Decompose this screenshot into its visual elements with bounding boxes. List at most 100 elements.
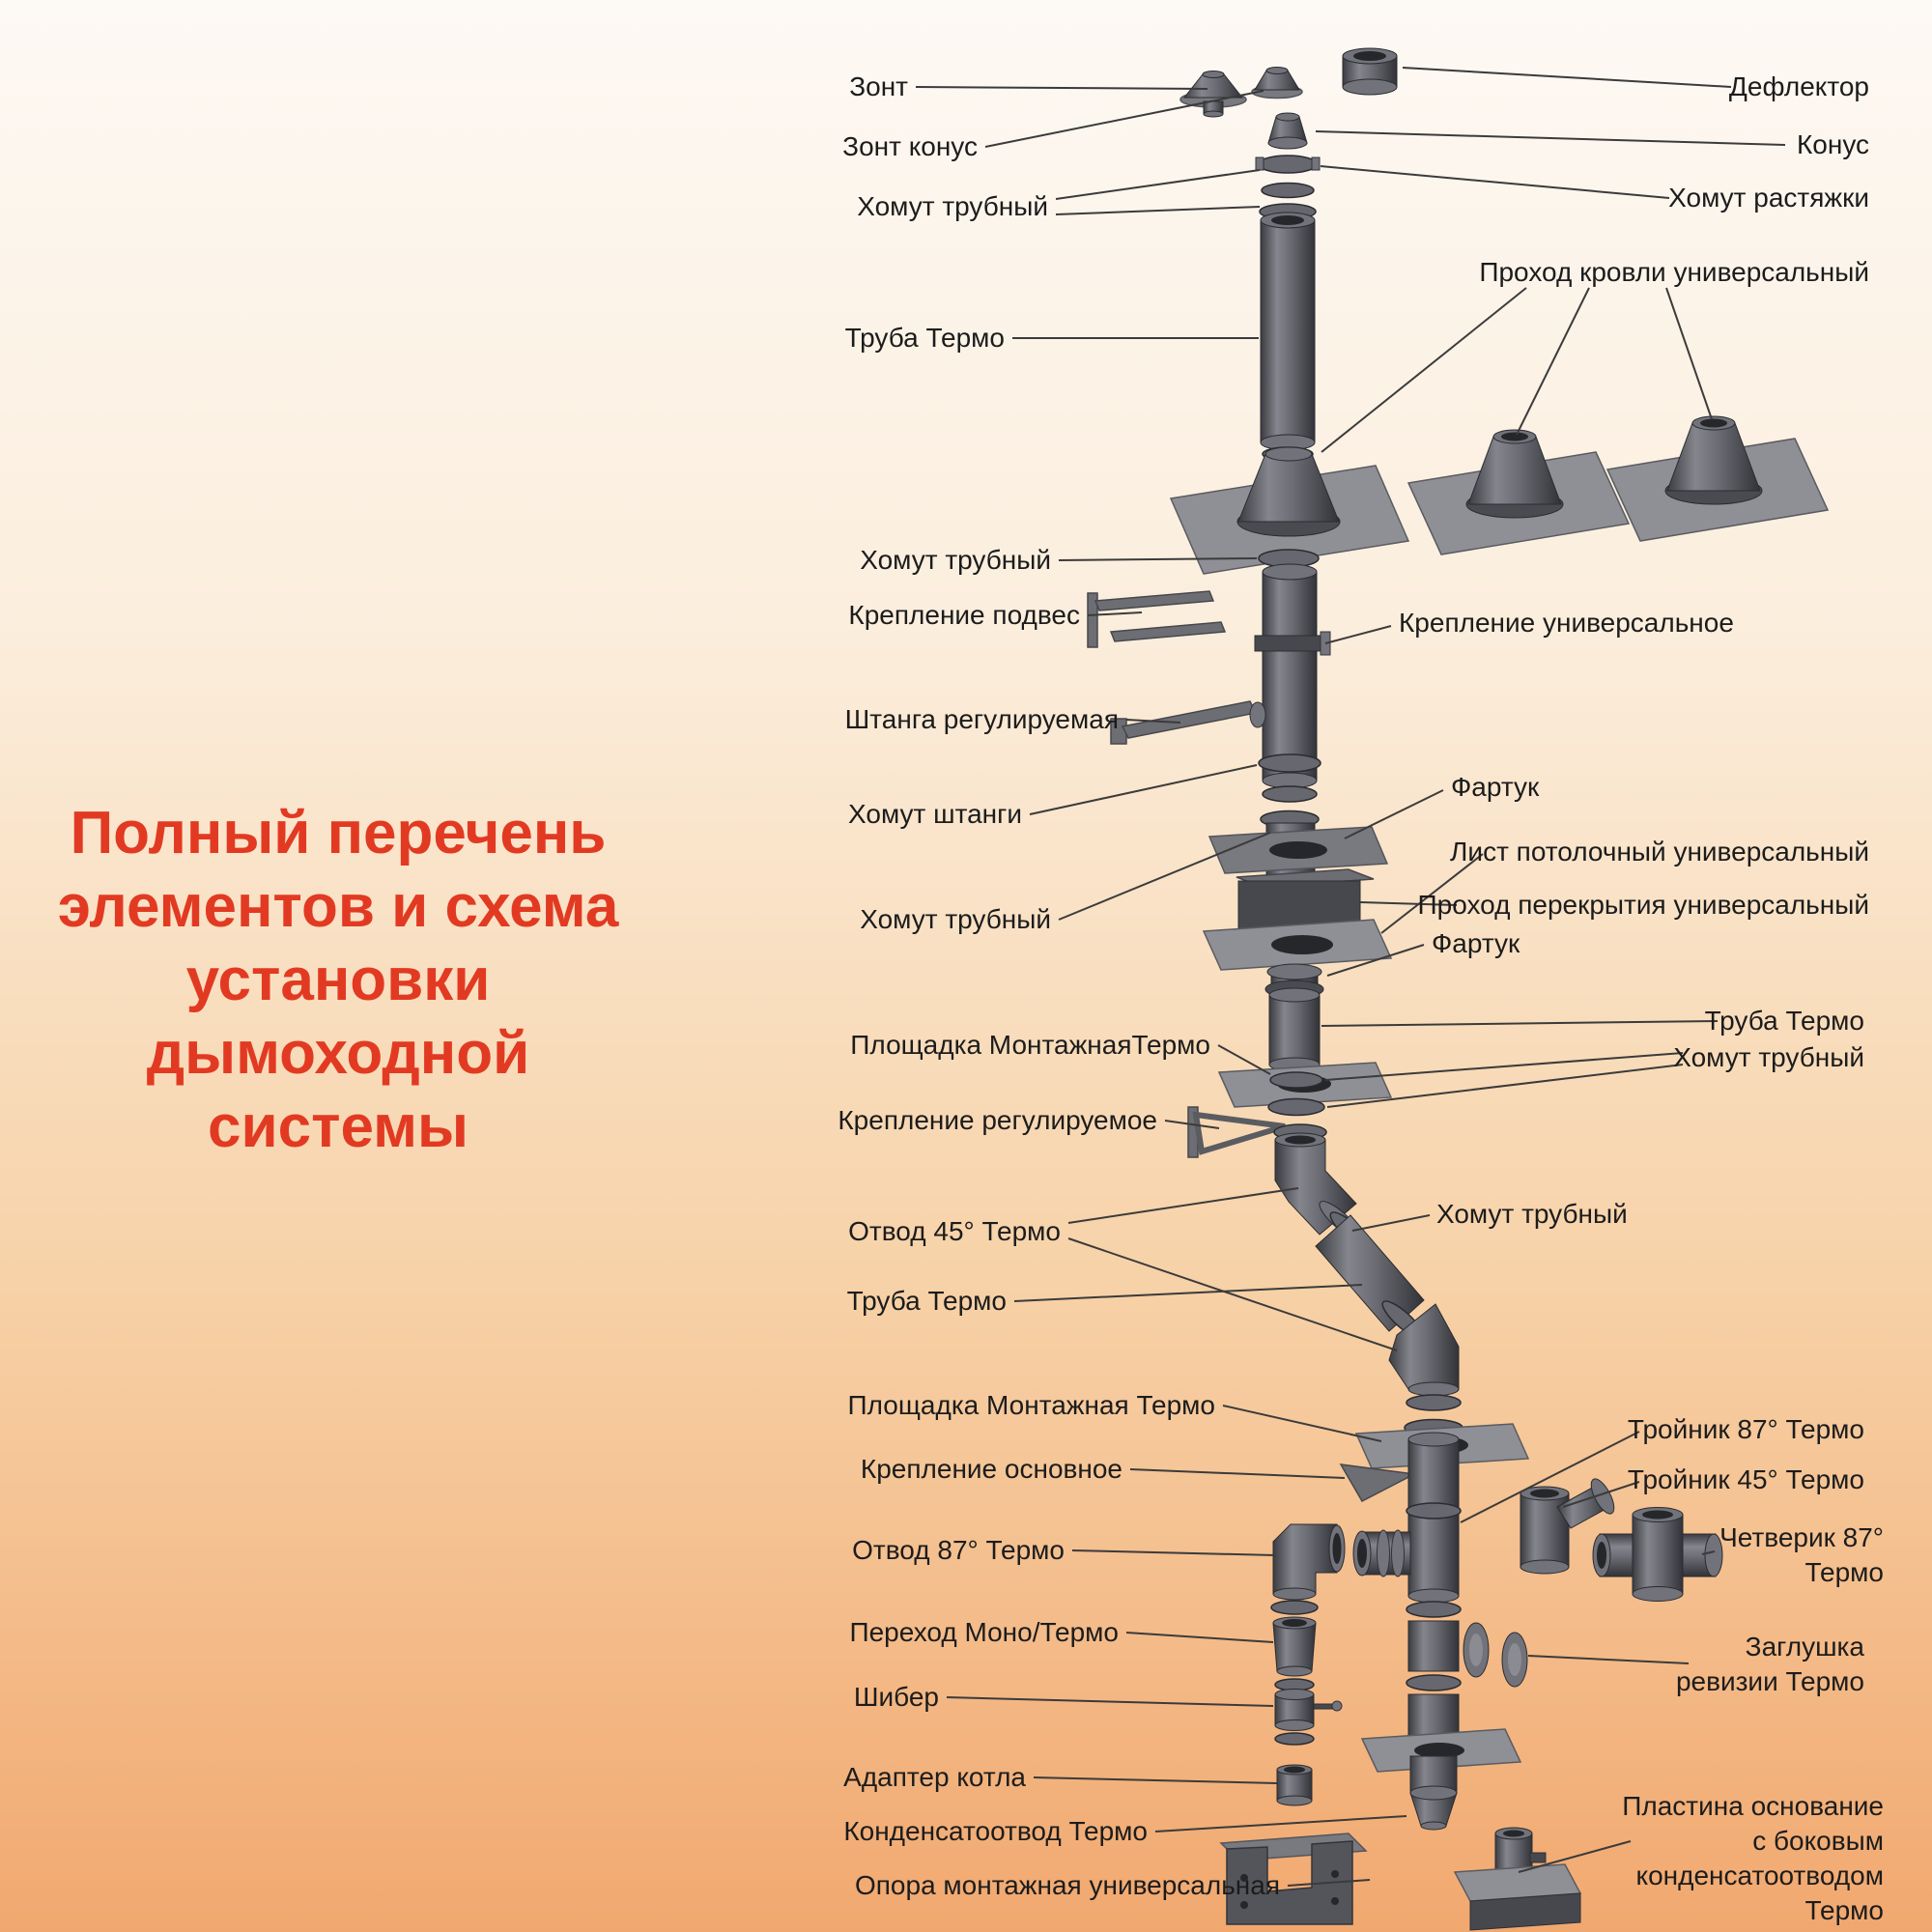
part-konus-icon: [1267, 112, 1308, 150]
title-line: Полный перечень: [70, 800, 607, 867]
part-otvod-87-icon: [1272, 1523, 1346, 1601]
part-homut-trubny-icon: [1269, 1071, 1323, 1089]
part-shtanga-reguliruemaya-icon: [1110, 700, 1266, 745]
part-plastina-osnovanie-icon: [1360, 1728, 1522, 1773]
leader-otvod45-b: [1067, 1237, 1398, 1351]
label-konus: Конус: [1796, 129, 1869, 159]
part-truba-termo-2-icon: [1262, 563, 1318, 789]
label-truba-termo-r: Труба Термо: [1704, 1006, 1864, 1036]
leader-truba-termo-diag: [1013, 1284, 1363, 1302]
part-kondensatootvod-icon: [1409, 1785, 1458, 1831]
leader-troinik-45: [1562, 1481, 1640, 1508]
leader-fartuk-1: [1344, 789, 1444, 839]
part-truba-termo-3-icon: [1268, 987, 1321, 1072]
leader-kreplenie-reguliruemoe: [1164, 1120, 1220, 1129]
leader-truba-termo-r: [1321, 1020, 1719, 1027]
leader-homut-trubny-rb: [1326, 1064, 1684, 1108]
label-adapter-kotla: Адаптер котла: [843, 1762, 1026, 1792]
part-list-potolochny-icon: [1202, 919, 1393, 971]
label-kreplenie-podves: Крепление подвес: [848, 600, 1080, 630]
leader-zaglushka: [1527, 1655, 1690, 1664]
part-opora-montazhnaya-icon: [1219, 1833, 1368, 1925]
label-zont-konus: Зонт конус: [842, 131, 978, 161]
label-otvod-87: Отвод 87° Термо: [852, 1535, 1065, 1565]
part-prohod-krovli-1-icon: [1169, 446, 1410, 575]
leader-homut-trubny-ra: [1324, 1052, 1684, 1081]
part-plastina-bokovoy-kondensatootvod-icon: [1453, 1827, 1582, 1931]
label-homut-trubny-mid: Хомут трубный: [1436, 1199, 1628, 1229]
leader-ploshchadka-1: [1217, 1044, 1271, 1075]
part-kreplenie-reguliruemoe-icon: [1187, 1106, 1286, 1158]
label-shiber: Шибер: [853, 1682, 939, 1712]
leader-otvod45-a: [1067, 1187, 1299, 1224]
label-truba-termo-2: Труба Термо: [846, 1286, 1007, 1316]
title-line: установки: [185, 947, 491, 1013]
leader-deflector: [1402, 67, 1732, 88]
label-truba-termo-1: Труба Термо: [844, 323, 1005, 353]
part-truba-termo-1-icon: [1260, 212, 1316, 451]
part-prohod-krovli-2-icon: [1406, 429, 1631, 555]
leader-kondensatootvod: [1154, 1815, 1407, 1833]
title-line: дымоходной: [146, 1020, 530, 1087]
leader-plastina: [1518, 1840, 1632, 1873]
leader-list-potolochny: [1380, 853, 1484, 934]
leader-homut-shtangi: [1029, 764, 1258, 815]
leader-kreplenie-osnovnoe: [1129, 1468, 1346, 1479]
part-flange-icon: [1377, 1529, 1390, 1577]
part-truba-segment-icon: [1407, 1432, 1460, 1510]
label-kreplenie-reguliruemoe: Крепление регулируемое: [838, 1105, 1157, 1135]
part-homut-trubny-icon: [1270, 1600, 1319, 1615]
label-zont: Зонт: [849, 71, 908, 101]
label-homut-trubny-r: Хомут трубный: [1673, 1042, 1864, 1072]
label-kreplenie-universalnoe: Крепление универсальное: [1399, 608, 1734, 638]
label-kreplenie-osnovnoe: Крепление основное: [860, 1454, 1122, 1484]
label-fartuk-1: Фартук: [1451, 772, 1540, 802]
part-otvod-45-2-icon: [1388, 1303, 1460, 1397]
leader-homut-trubny-b: [1055, 206, 1261, 215]
part-shiber-icon: [1274, 1689, 1343, 1731]
label-homut-rastyazhki: Хомут растяжки: [1668, 183, 1869, 213]
leader-homut-rastyazhki: [1320, 165, 1670, 199]
leader-shtanga: [1125, 719, 1181, 724]
leader-ploshchadka-2: [1222, 1405, 1382, 1442]
leader-homut-trubny-3: [1058, 832, 1271, 921]
label-homut-trubny-2: Хомут трубный: [860, 545, 1051, 575]
part-perekhod-mono-termo-icon: [1272, 1616, 1317, 1677]
part-truba-segment-icon: [1407, 1693, 1460, 1738]
label-prohod-krovli: Проход кровли универсальный: [1479, 257, 1869, 287]
leader-lines: [915, 67, 1786, 1887]
leader-homut-trubny-a: [1055, 169, 1261, 200]
label-homut-trubny-1: Хомут трубный: [857, 191, 1048, 221]
label-deflector: Дефлектор: [1728, 71, 1869, 101]
part-flange-icon: [1391, 1529, 1405, 1577]
leader-troinik-87: [1460, 1431, 1640, 1523]
part-homut-trubny-icon: [1274, 1732, 1315, 1746]
label-ploshchadka-2: Площадка Монтажная Термо: [847, 1390, 1215, 1420]
part-fartuk-1-icon: [1208, 826, 1389, 874]
label-prohod-perekrytiya: Проход перекрытия универсальный: [1417, 890, 1869, 920]
chimney-diagram: [1087, 47, 1830, 1931]
leader-homut-trubny-mid: [1351, 1214, 1431, 1232]
part-kreplenie-universalnoe-icon: [1254, 631, 1331, 656]
label-opora-montazhnaya: Опора монтажная универсальная: [854, 1870, 1280, 1900]
part-zont-konus-icon: [1251, 67, 1303, 99]
leader-prohod-perekrytiya: [1359, 901, 1458, 906]
label-list-potolochny: Лист потолочный универсальный: [1450, 837, 1869, 867]
label-ploshchadka-1: Площадка МонтажнаяТермо: [850, 1030, 1210, 1060]
label-otvod-45: Отвод 45° Термо: [848, 1216, 1061, 1246]
leader-fartuk-2: [1326, 944, 1425, 977]
label-homut-trubny-3: Хомут трубный: [860, 904, 1051, 934]
part-truba-diagonal-icon: [1315, 1214, 1425, 1332]
part-kreplenie-podves-icon: [1087, 590, 1227, 648]
leader-kreplenie-podves: [1087, 611, 1143, 616]
label-shtanga-reguliruemaya: Штанга регулируемая: [844, 704, 1119, 734]
part-homut-shtangi-icon: [1258, 753, 1321, 773]
leader-shiber: [946, 1696, 1274, 1707]
part-troinik-87-icon: [1352, 1502, 1462, 1604]
part-homut-trubny-icon: [1406, 1394, 1462, 1411]
part-chetverik-87-icon: [1592, 1507, 1723, 1602]
part-troinik-45-icon: [1520, 1478, 1615, 1575]
part-homut-trubny-icon: [1262, 785, 1318, 803]
leader-prohod-krovli-3: [1665, 287, 1713, 420]
